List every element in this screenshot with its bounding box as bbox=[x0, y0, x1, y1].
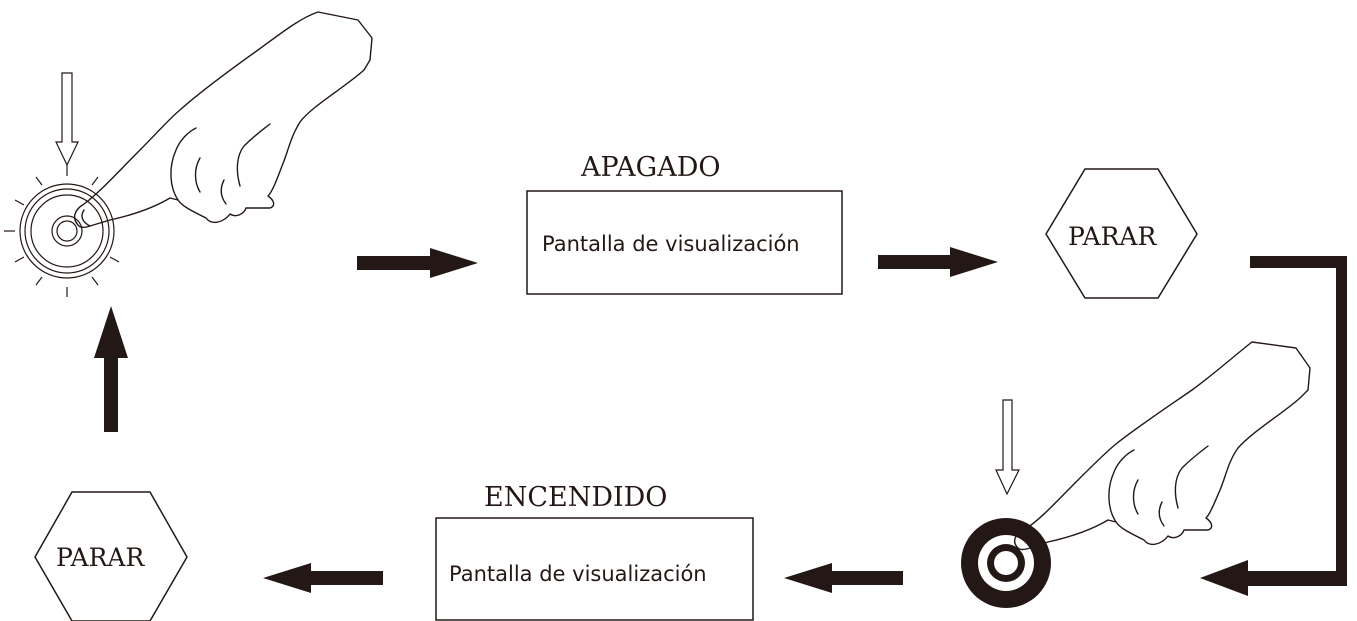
arrow-left-2 bbox=[263, 563, 383, 593]
display-box-top bbox=[526, 190, 843, 295]
hand-pointer-icon bbox=[73, 11, 373, 229]
press-button-glow-icon bbox=[4, 72, 120, 297]
arrow-up-1 bbox=[94, 306, 128, 432]
state-label-off: APAGADO bbox=[580, 152, 721, 183]
display-box-bottom bbox=[435, 517, 754, 621]
hexagon-stop-bottom-label: PARAR bbox=[56, 543, 145, 572]
display-box-bottom-label: Pantalla de visualización bbox=[449, 562, 707, 586]
arrow-left-1 bbox=[784, 563, 903, 593]
display-box-top-label: Pantalla de visualización bbox=[542, 232, 800, 256]
state-label-on: ENCENDIDO bbox=[484, 482, 667, 513]
arrow-right-2 bbox=[878, 247, 998, 277]
hand-pointer-icon-bottom bbox=[1013, 341, 1311, 551]
arrow-right-1 bbox=[357, 248, 478, 278]
elbow-arrow-connector bbox=[1200, 256, 1347, 596]
hexagon-stop-bottom bbox=[34, 491, 188, 621]
press-button-solid-icon bbox=[961, 399, 1051, 608]
hexagon-stop-top bbox=[1045, 168, 1198, 299]
hexagon-stop-top-label: PARAR bbox=[1068, 222, 1157, 251]
